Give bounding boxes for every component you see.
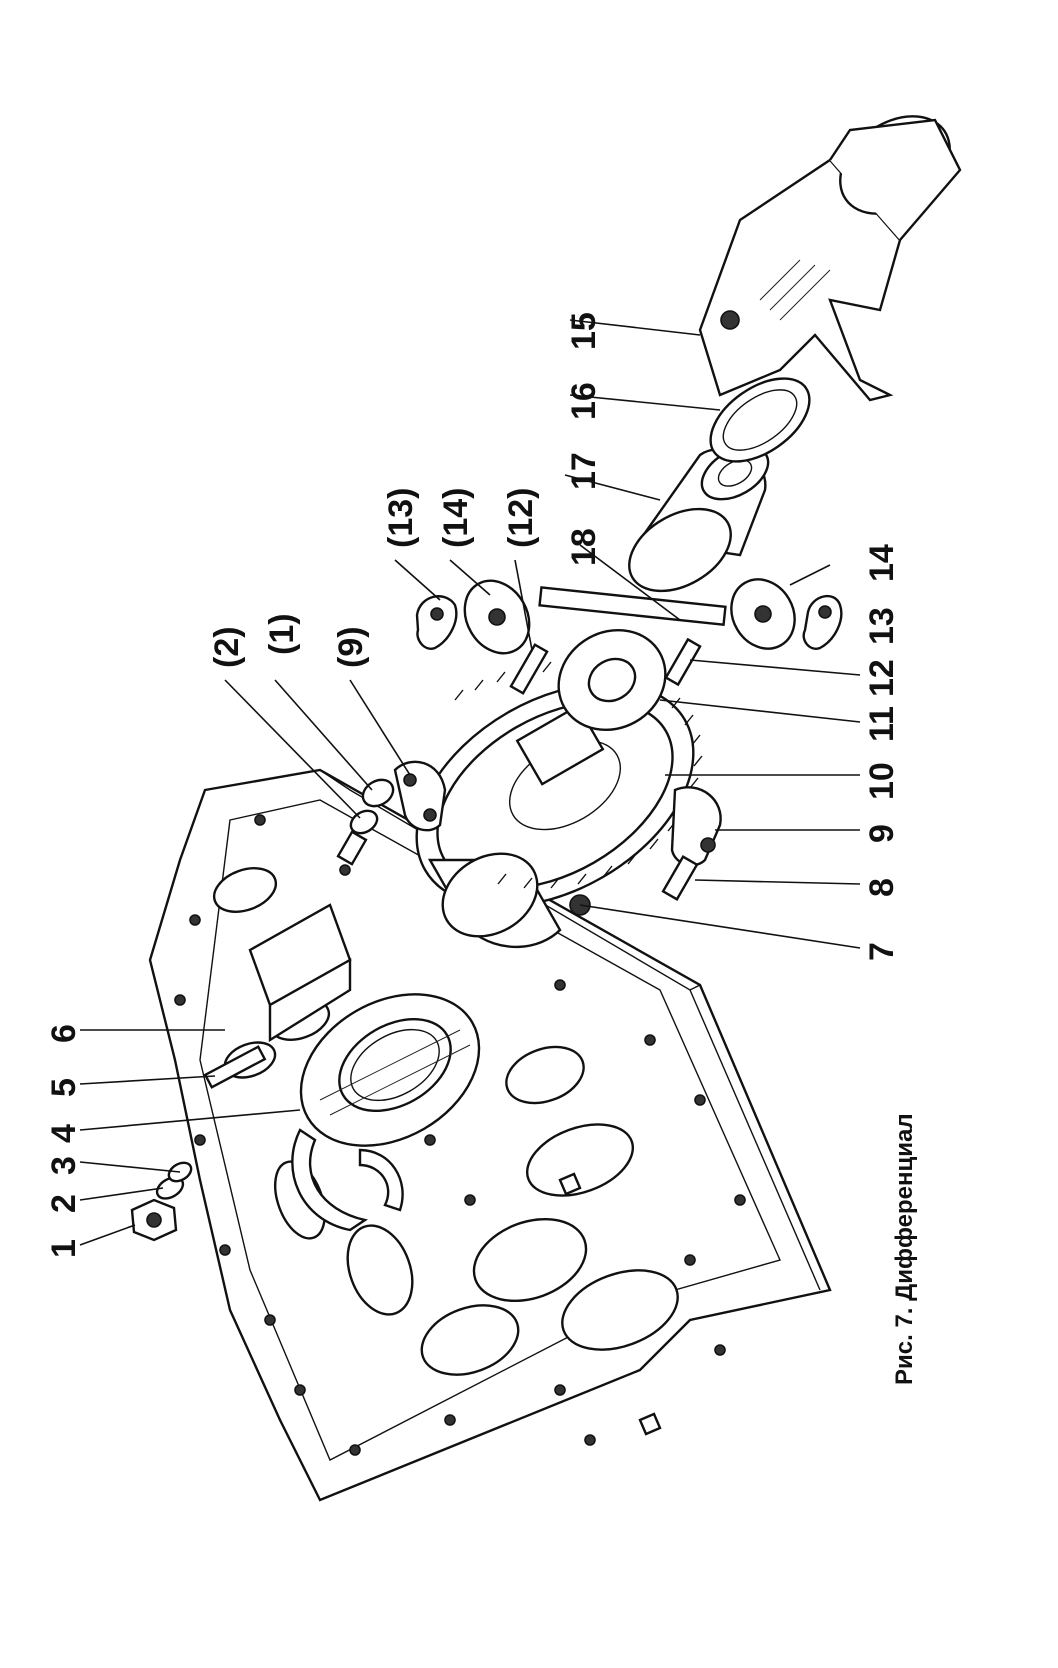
callout-11: 11	[863, 706, 901, 742]
pinion-gears	[463, 578, 796, 655]
callout-paren-1: (1)	[263, 613, 301, 655]
callout-17: 17	[565, 452, 603, 490]
figure-caption: Рис. 7. Дифференциал	[891, 1113, 918, 1385]
pins-and-cross-shaft	[509, 586, 727, 695]
differential-case	[415, 660, 703, 949]
callout-15: 15	[565, 312, 603, 350]
callout-5: 5	[45, 1078, 83, 1097]
callout-10: 10	[863, 762, 901, 800]
callout-labels: 1 2 3 4 5 6 7 8 9 10 11 12 13 14 15 16 1…	[45, 312, 901, 1258]
thrust-washers	[415, 594, 843, 650]
callout-9: 9	[863, 824, 901, 843]
callout-16: 16	[565, 382, 603, 420]
output-yoke	[698, 115, 962, 402]
side-gear-shaft	[515, 628, 667, 786]
callout-2: 2	[45, 1194, 83, 1213]
callout-paren-9: (9)	[332, 626, 370, 668]
callout-4: 4	[45, 1124, 83, 1143]
callout-paren-2: (2)	[208, 626, 246, 668]
callout-paren-12: (12)	[502, 488, 540, 548]
callout-paren-13: (13)	[382, 488, 420, 548]
bearing-cover	[203, 903, 481, 1232]
callout-3: 3	[45, 1156, 83, 1175]
callout-13: 13	[863, 607, 901, 645]
bolts-and-lock-plates	[336, 760, 722, 901]
retaining-ring	[709, 377, 811, 463]
callout-18: 18	[565, 528, 603, 566]
callout-6: 6	[45, 1024, 83, 1043]
nut-and-washers	[130, 1161, 193, 1242]
callout-7: 7	[863, 942, 901, 961]
callout-8: 8	[863, 878, 901, 897]
callout-14: 14	[863, 544, 901, 582]
callout-1: 1	[45, 1239, 83, 1258]
callout-paren-14: (14)	[437, 488, 475, 548]
callout-12: 12	[863, 659, 901, 697]
leader-lines	[79, 319, 861, 1246]
